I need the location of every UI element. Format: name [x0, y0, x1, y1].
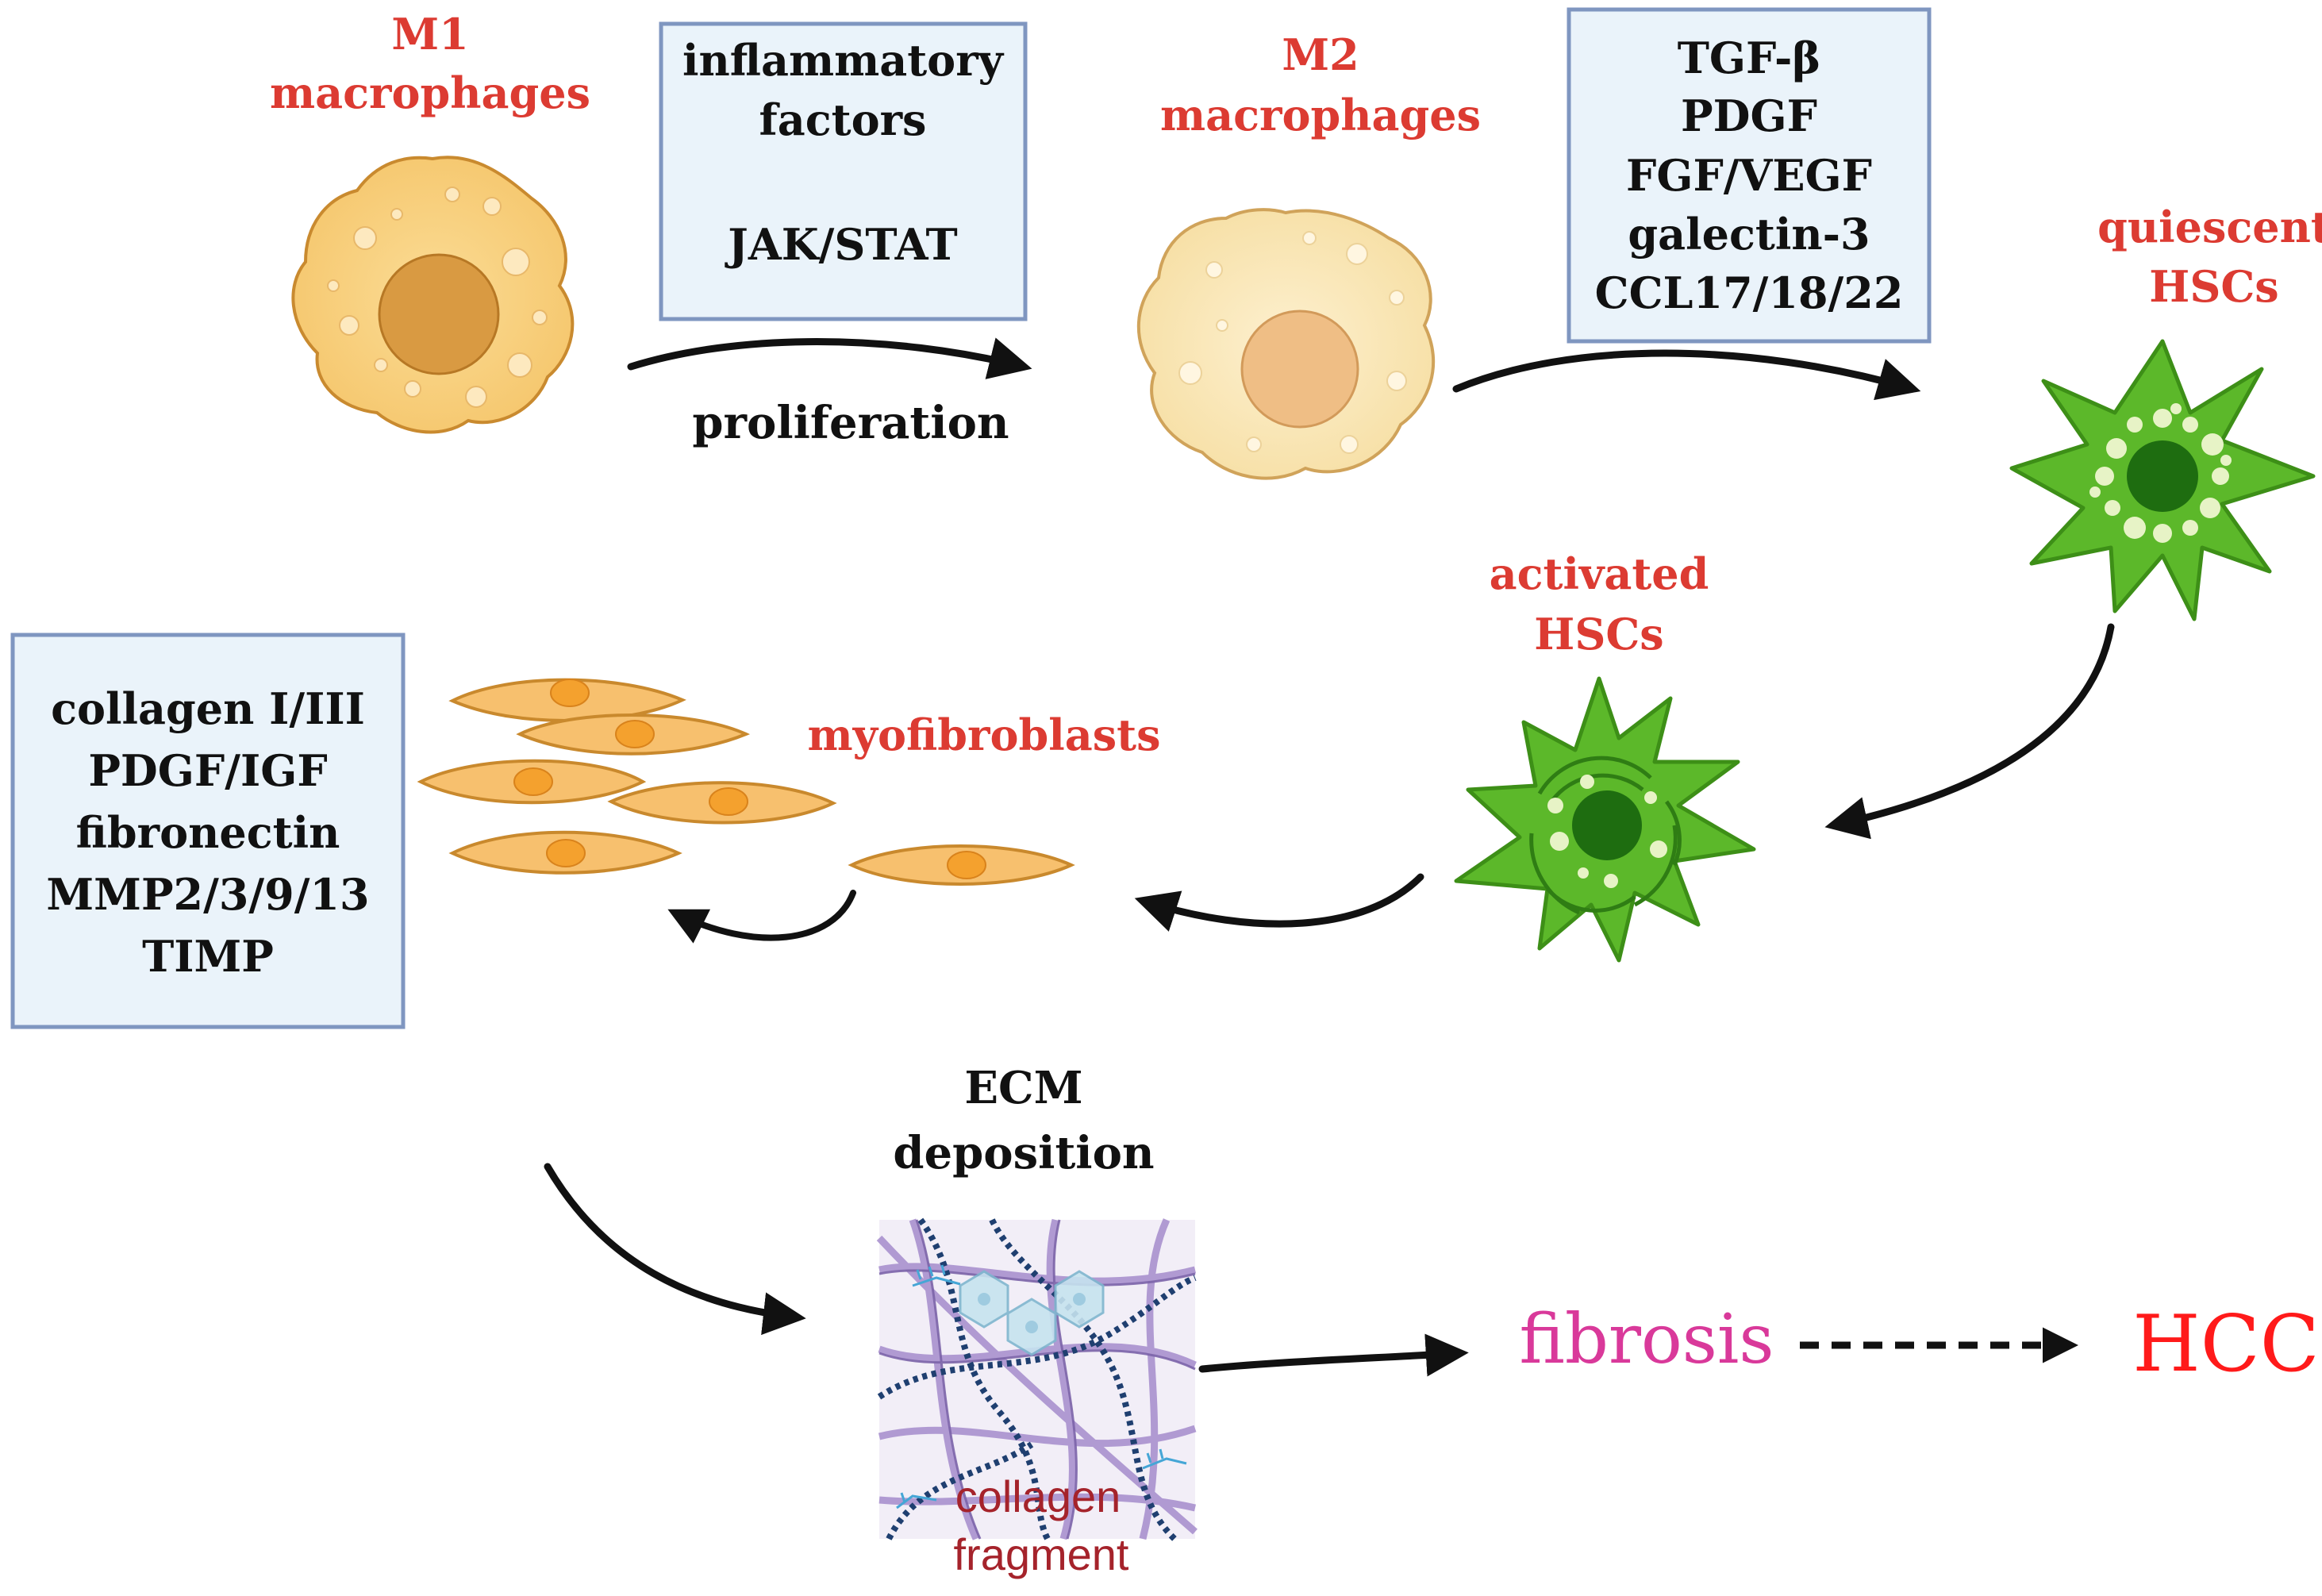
ecm-label-line2: deposition	[893, 1127, 1154, 1179]
collagen-label-line1: collagen	[955, 1471, 1121, 1521]
box3-line5: TIMP	[142, 931, 274, 982]
m2-label-line2: macrophages	[1160, 90, 1481, 140]
box1-line1: inflammatory	[682, 35, 1005, 86]
quiescent-label-line2: HSCs	[2149, 261, 2278, 312]
arrow-m2-to-quiescent	[1452, 349, 1921, 401]
arrow-quiescent-to-activated	[1824, 623, 2115, 840]
arrow-ecm-to-fibrosis	[1198, 1333, 1469, 1377]
myofibroblast-factors-box: collagen I/III PDGF/IGF fibronectin MMP2…	[10, 633, 406, 1029]
inflammatory-factors-box: inflammatory factors JAK/STAT	[659, 21, 1028, 321]
proliferation-label: proliferation	[692, 397, 1009, 449]
m2-factors-box: TGF-β PDGF FGF/VEGF galectin-3 CCL17/18/…	[1567, 7, 1932, 344]
myofibroblasts-label: myofibroblasts	[807, 710, 1160, 760]
box3-line3: fibronectin	[76, 807, 340, 858]
m2-label-line1: M2	[1282, 29, 1359, 80]
fibrosis-label: fibrosis	[1519, 1300, 1774, 1379]
ecm-deposition-label: ECM deposition	[893, 1062, 1154, 1179]
box3-line2: PDGF/IGF	[88, 745, 327, 796]
quiescent-label-line1: quiescent	[2097, 202, 2322, 252]
arrow-factors-to-ecm	[544, 1163, 806, 1336]
arrow-m1-to-m2	[627, 337, 1032, 379]
myofibroblast-icon	[417, 678, 1075, 886]
m1-macrophage-label: M1 macrophages	[270, 9, 590, 118]
m1-label-line1: M1	[391, 9, 468, 60]
box2-line3: FGF/VEGF	[1626, 150, 1872, 201]
m2-macrophage-label: M2 macrophages	[1160, 29, 1481, 140]
hcc-label: HCC	[2132, 1299, 2319, 1390]
quiescent-hsc-icon	[2009, 339, 2316, 621]
m2-macrophage-icon	[1137, 208, 1436, 480]
box1-line4: JAK/STAT	[725, 219, 957, 270]
arrow-myofibroblasts-to-factors	[667, 890, 856, 944]
box2-line1: TGF-β	[1678, 33, 1820, 83]
collagen-label-line2: fragment	[954, 1529, 1129, 1579]
activated-hsc-label: activated HSCs	[1490, 548, 1709, 660]
ecm-collagen-icon: collagen fragment	[876, 1217, 1198, 1579]
m1-macrophage-icon	[291, 156, 575, 434]
quiescent-hsc-label: quiescent HSCs	[2097, 202, 2322, 312]
box2-line4: galectin-3	[1628, 209, 1870, 260]
activated-label-line2: HSCs	[1534, 609, 1663, 660]
activated-hsc-icon	[1454, 676, 1756, 963]
activated-label-line1: activated	[1490, 548, 1709, 599]
arrow-activated-to-myofibroblasts	[1134, 873, 1424, 932]
box3-line1: collagen I/III	[51, 683, 365, 734]
box3-line4: MMP2/3/9/13	[46, 869, 369, 920]
ecm-label-line1: ECM	[964, 1062, 1082, 1114]
box2-line2: PDGF	[1681, 90, 1817, 141]
box1-line2: factors	[759, 94, 927, 145]
m1-label-line2: macrophages	[270, 67, 590, 118]
box2-line5: CCL17/18/22	[1595, 267, 1904, 318]
